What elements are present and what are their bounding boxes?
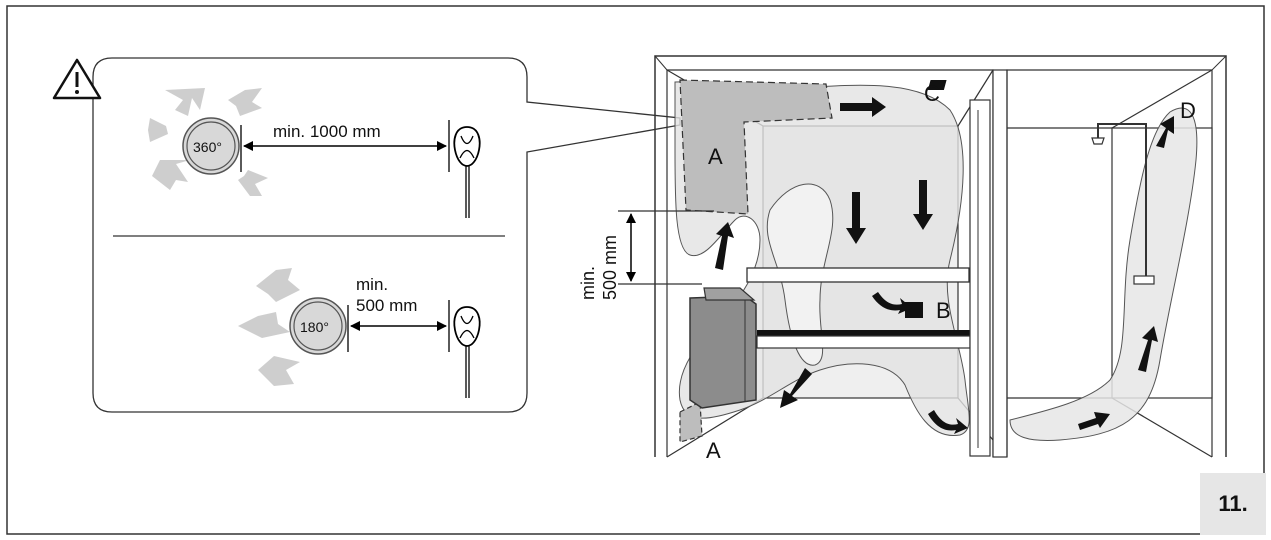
shower-icon bbox=[1091, 123, 1155, 285]
sensor-icon-top bbox=[448, 120, 481, 218]
heater-180-icon bbox=[238, 268, 347, 386]
vertical-dimension-line1: min. bbox=[578, 266, 598, 300]
heater-360-icon bbox=[148, 88, 268, 196]
top-angle-label: 360° bbox=[193, 139, 222, 155]
label-c: C bbox=[924, 81, 940, 106]
bottom-distance-label-line1: min. bbox=[356, 275, 388, 294]
clearance-callout bbox=[92, 57, 681, 413]
vertical-dimension-line2: 500 mm bbox=[600, 235, 620, 300]
airflow-arrows bbox=[715, 97, 1174, 434]
sauna-heater bbox=[689, 287, 757, 409]
label-b: B bbox=[936, 298, 951, 323]
bottom-angle-label: 180° bbox=[300, 319, 329, 335]
vertical-dimension-label: min. 500 mm bbox=[578, 235, 620, 300]
figure-number-badge: 11. bbox=[1200, 473, 1266, 535]
label-d: D bbox=[1180, 98, 1196, 123]
label-a-bottom: A bbox=[706, 438, 721, 463]
warning-icon bbox=[52, 58, 102, 100]
sauna-room bbox=[618, 55, 1227, 458]
label-a-top: A bbox=[708, 144, 723, 169]
sensor-icon-bottom bbox=[448, 300, 481, 398]
top-distance-label: min. 1000 mm bbox=[273, 122, 381, 141]
callout-box bbox=[92, 57, 681, 413]
bottom-distance-label-line2: 500 mm bbox=[356, 296, 417, 315]
outer-border bbox=[6, 5, 1265, 535]
